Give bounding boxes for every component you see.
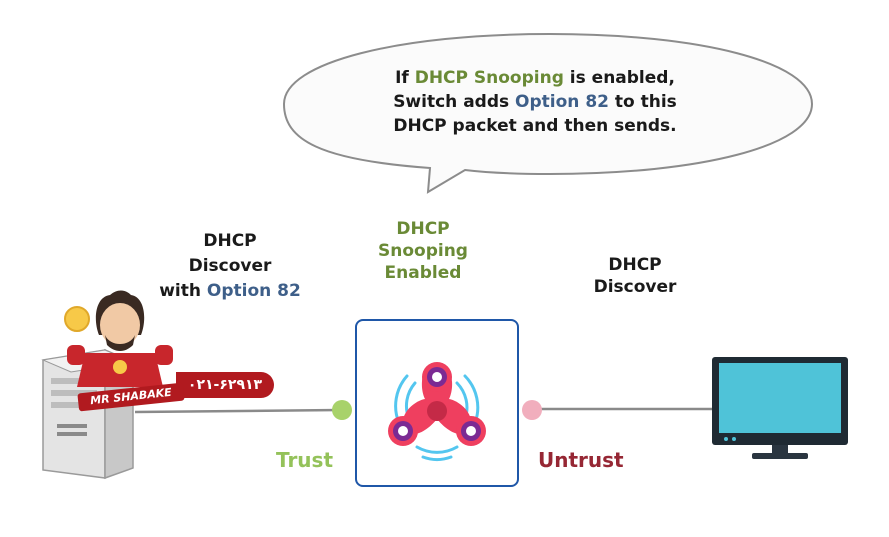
untrust-port-dot: [522, 400, 542, 420]
left-label-line-2: Discover: [188, 256, 272, 276]
trust-port-label: Trust: [276, 448, 334, 472]
bubble-message: If DHCP Snooping is enabled, Switch adds…: [330, 66, 740, 138]
bubble-line-2-pre: Switch adds: [393, 92, 516, 112]
speech-bubble: [282, 32, 814, 194]
right-label-line-2: Discover: [593, 277, 677, 297]
left-label-line-3: with Option 82: [140, 280, 320, 302]
logo-phone-badge: ۰۲۱-۶۲۹۱۳: [176, 372, 274, 398]
switch-device[interactable]: [355, 319, 519, 487]
bubble-line-2: Switch adds Option 82 to this: [330, 90, 740, 114]
server-link: [134, 408, 341, 414]
client-monitor-icon[interactable]: [710, 355, 850, 465]
mascot-logo-icon: [64, 290, 173, 387]
switch-label-line-1: DHCP: [396, 219, 450, 239]
bubble-line-2-post: to this: [608, 92, 677, 112]
dhcp-snooping-highlight: DHCP Snooping: [414, 68, 564, 88]
switch-label-line-3: Enabled: [384, 263, 462, 283]
left-label-with: with: [159, 281, 207, 301]
bubble-line-1-pre: If: [395, 68, 415, 88]
bubble-line-3: DHCP packet and then sends.: [393, 116, 677, 136]
left-label-line-1: DHCP: [203, 231, 257, 251]
right-dhcp-discover-label: DHCP Discover: [570, 254, 700, 298]
bubble-line-1: If DHCP Snooping is enabled,: [330, 66, 740, 90]
right-label-line-1: DHCP: [608, 255, 662, 275]
switch-snooping-label: DHCP Snooping Enabled: [348, 218, 498, 284]
switch-label-line-2: Snooping: [378, 241, 468, 261]
fidget-spinner-icon: [388, 362, 486, 462]
option-82-highlight: Option 82: [515, 92, 609, 112]
untrust-port-label: Untrust: [538, 448, 624, 472]
trust-port-dot: [332, 400, 352, 420]
bubble-line-1-post: is enabled,: [563, 68, 675, 88]
left-label-option-82: Option 82: [206, 281, 301, 301]
left-dhcp-discover-label: DHCP Discover with Option 82: [140, 230, 320, 302]
